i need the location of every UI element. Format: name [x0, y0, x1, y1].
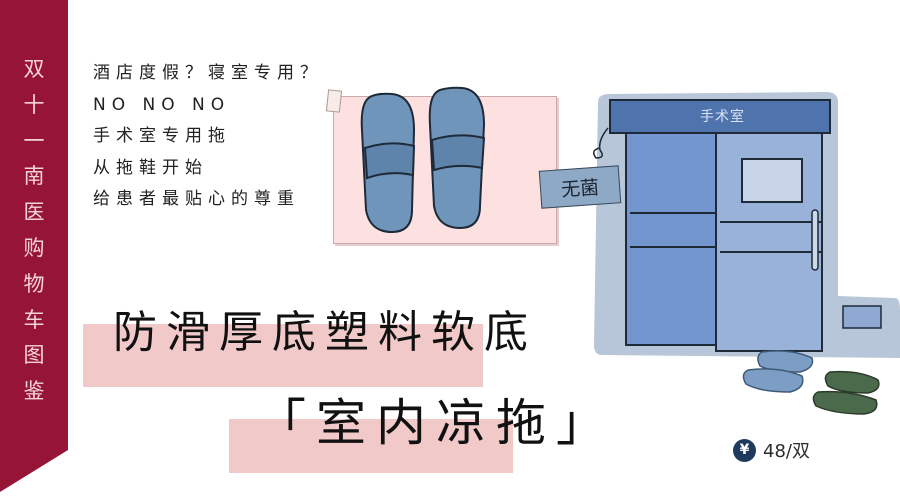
intro-line: 手术室专用拖	[93, 126, 231, 146]
door-header	[609, 99, 831, 134]
banner-char: 图	[23, 343, 45, 368]
price-tag: ¥ 48/双	[733, 437, 810, 463]
vent-icon	[842, 305, 882, 329]
intro-line: 从拖鞋开始	[93, 157, 208, 178]
banner-char: 南	[23, 164, 45, 189]
banner-char: 十	[23, 92, 45, 117]
headline-line-2: 「室内凉拖」	[256, 394, 616, 452]
sterile-sign: 无菌	[538, 165, 622, 209]
intro-line: 酒店度假？寝室专用？	[93, 63, 323, 83]
highlight-band-2	[229, 419, 513, 473]
banner-char: 医	[23, 200, 45, 225]
slippers-icon	[360, 86, 486, 234]
intro-line: NO NO NO	[93, 94, 231, 115]
banner-char: 车	[23, 307, 45, 332]
highlight-band-1	[83, 324, 483, 387]
banner-char: 一	[23, 128, 45, 153]
door-left	[625, 132, 717, 346]
door-handle	[811, 209, 819, 271]
intro-text: 酒店度假？寝室专用？ NO NO NO 手术室专用拖 从拖鞋开始 给患者最贴心的…	[93, 58, 323, 216]
banner-char: 双	[23, 57, 45, 81]
floor-slippers-blue-icon	[742, 350, 814, 393]
banner-title: 双 十 一 南 医 购 物 车 图 鉴	[0, 52, 68, 410]
headline-line-1: 防滑厚底塑料软底	[113, 307, 537, 358]
price-text: 48/双	[763, 441, 810, 462]
side-banner	[0, 0, 68, 492]
door-window	[741, 158, 803, 203]
yen-icon: ¥	[733, 438, 756, 462]
banner-char: 购	[23, 235, 45, 260]
floor-slippers-green-icon	[812, 370, 880, 415]
door-header-label: 手术室	[700, 109, 745, 125]
intro-line: 给患者最贴心的尊重	[93, 189, 300, 209]
banner-char: 物	[23, 271, 45, 296]
banner-char: 鉴	[23, 379, 45, 404]
